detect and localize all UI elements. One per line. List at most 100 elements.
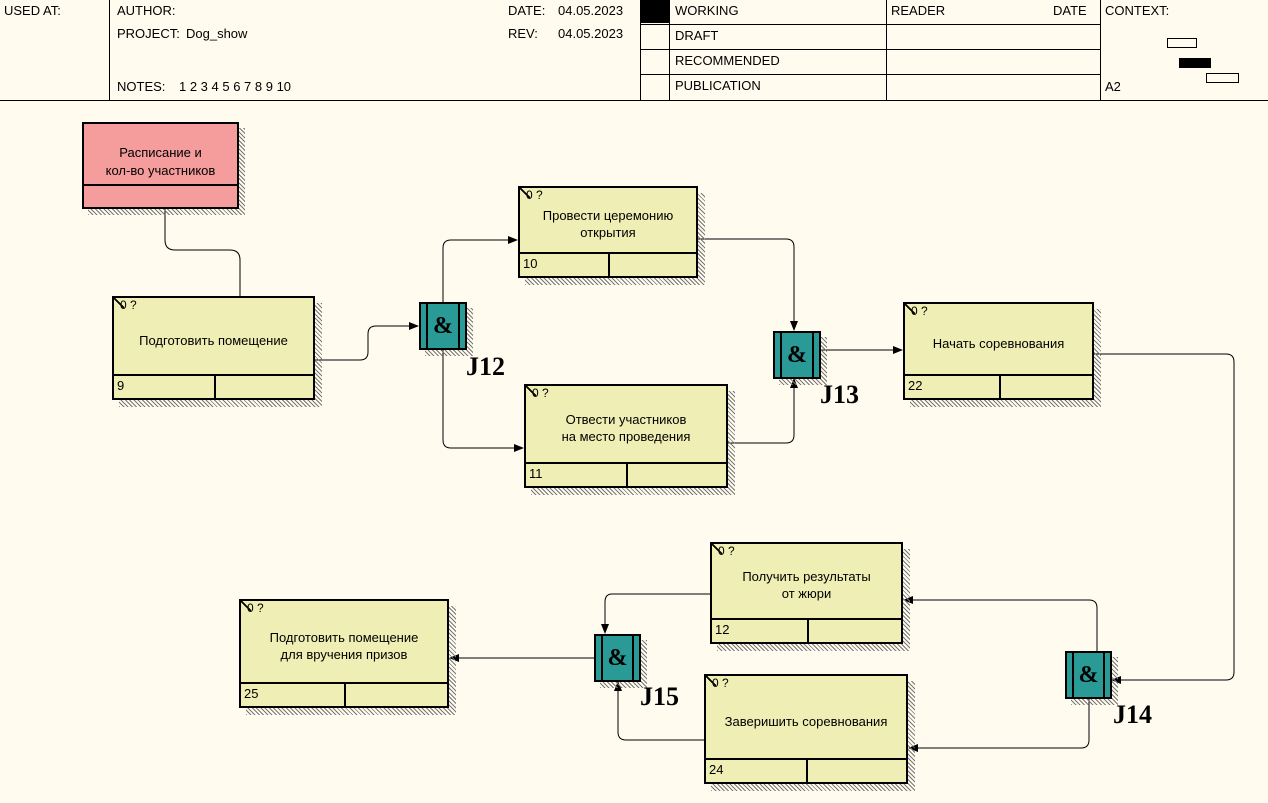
arrow-10-to-j13 xyxy=(698,238,798,331)
box-title: Подготовить помещение xyxy=(114,332,313,349)
junction-j12[interactable]: & xyxy=(419,302,467,350)
junction-label: J13 xyxy=(820,380,859,409)
node-label: A2 xyxy=(1105,79,1121,94)
arrow-11-to-j13 xyxy=(728,378,798,444)
reader-label: READER xyxy=(891,3,946,18)
junction-bar xyxy=(1072,653,1074,697)
arrow-referent-to-9 xyxy=(164,208,241,296)
box-cell-divider xyxy=(999,374,1001,398)
box-title-line1: Отвести участников xyxy=(565,412,687,427)
header-row-line xyxy=(640,24,1100,25)
box-number: 22 xyxy=(908,378,923,393)
working-marker xyxy=(641,0,669,23)
arrow-j14-to-12 xyxy=(903,596,1098,651)
box-number: 10 xyxy=(523,256,538,271)
arrow-12-to-j15 xyxy=(601,593,710,634)
context-box xyxy=(1167,38,1197,48)
activity-box-12[interactable]: 0 ? Получить результаты от жюри 12 xyxy=(710,542,910,651)
arrow-9-to-j12 xyxy=(315,322,419,361)
junction-bar xyxy=(426,304,428,348)
box-title-line2: открытия xyxy=(580,225,636,240)
activity-box-body: 0 ? Начать соревнования 22 xyxy=(903,302,1094,400)
box-cost: 0 ? xyxy=(718,544,735,558)
referent-box[interactable]: Расписание и кол-во участников xyxy=(82,122,245,215)
box-title: Отвести участников на место проведения xyxy=(526,411,726,445)
junction-label: J12 xyxy=(466,352,505,381)
activity-box-25[interactable]: 0 ? Подготовить помещение для вручения при… xyxy=(239,599,456,715)
box-title: Получить результаты от жюри xyxy=(712,568,901,602)
junction-bar xyxy=(632,636,634,680)
box-divider xyxy=(114,374,313,376)
junction-label: J14 xyxy=(1113,700,1152,729)
junction-bar xyxy=(812,333,814,377)
header-divider xyxy=(1100,0,1101,100)
box-cell-divider xyxy=(807,618,809,642)
project-label: PROJECT: xyxy=(117,26,180,41)
arrow-j14-to-24 xyxy=(908,698,1090,752)
junction-label: J15 xyxy=(640,682,679,711)
rev-value: 04.05.2023 xyxy=(558,26,624,41)
box-cost: 0 ? xyxy=(712,676,729,690)
junction-j14[interactable]: & xyxy=(1065,651,1112,699)
box-title-line1: Подготовить помещение xyxy=(269,630,419,645)
activity-box-body: 0 ? Получить результаты от жюри 12 xyxy=(710,542,903,644)
header-row-line xyxy=(640,74,1100,75)
box-title-line1: Подготовить помещение xyxy=(139,333,288,348)
box-title: Подготовить помещение для вручения призов xyxy=(241,629,447,663)
junction-bar xyxy=(1103,653,1105,697)
box-title-line1: Провести церемонию xyxy=(542,208,674,223)
arrow-j12-to-11 xyxy=(442,350,524,452)
date-label: DATE: xyxy=(508,3,546,18)
and-symbol: & xyxy=(787,341,807,368)
activity-box-body: 0 ? Подготовить помещение для вручения при… xyxy=(239,599,449,708)
junction-j15[interactable]: & xyxy=(594,634,641,682)
context-box-current xyxy=(1179,58,1211,68)
activity-box-11[interactable]: 0 ? Отвести участников на место проведения… xyxy=(524,384,735,495)
header-divider xyxy=(640,0,641,100)
box-number: 11 xyxy=(529,466,543,481)
box-title-line2: для вручения призов xyxy=(280,647,408,662)
referent-divider xyxy=(84,184,237,186)
notes-label: NOTES: xyxy=(117,79,166,94)
box-number: 12 xyxy=(715,622,730,637)
activity-box-22[interactable]: 0 ? Начать соревнования 22 xyxy=(903,302,1101,407)
reader-date-label: DATE xyxy=(1053,3,1087,18)
activity-box-body: 0 ? Отвести участников на место проведения… xyxy=(524,384,728,488)
and-symbol: & xyxy=(607,644,628,671)
status-publication: PUBLICATION xyxy=(675,78,761,93)
activity-box-body: 0 ? Заверишить соревнования 24 xyxy=(704,674,908,784)
author-label: AUTHOR: xyxy=(117,3,176,18)
used-at-label: USED AT: xyxy=(4,3,61,18)
box-title-line2: от жюри xyxy=(781,586,832,601)
header-divider xyxy=(886,0,887,100)
box-number: 24 xyxy=(709,762,724,777)
box-title: Провести церемонию открытия xyxy=(520,207,696,241)
junction-bar xyxy=(601,636,603,680)
box-cost: 0 ? xyxy=(247,601,264,615)
activity-box-24[interactable]: 0 ? Заверишить соревнования 24 xyxy=(704,674,915,791)
box-title: Заверишить соревнования xyxy=(706,713,906,730)
junction-bar xyxy=(458,304,460,348)
context-box xyxy=(1206,73,1239,83)
box-divider xyxy=(905,374,1092,376)
status-working: WORKING xyxy=(675,3,739,18)
notes-values: 1 2 3 4 5 6 7 8 9 10 xyxy=(179,79,292,94)
referent-title-line1: Расписание и xyxy=(119,145,202,160)
box-number: 9 xyxy=(117,378,125,393)
box-cost: 0 ? xyxy=(532,386,549,400)
box-title-line2: на место проведения xyxy=(561,429,691,444)
box-cost: 0 ? xyxy=(911,304,928,318)
junction-j13[interactable]: & xyxy=(773,331,821,379)
box-title-line1: Начать соревнования xyxy=(932,336,1065,351)
box-title: Начать соревнования xyxy=(905,335,1092,352)
header-bottom-border xyxy=(0,100,1268,101)
box-cell-divider xyxy=(626,462,628,486)
junction-bar xyxy=(780,333,782,377)
box-title-line1: Получить результаты xyxy=(742,569,871,584)
box-number: 25 xyxy=(244,686,259,701)
